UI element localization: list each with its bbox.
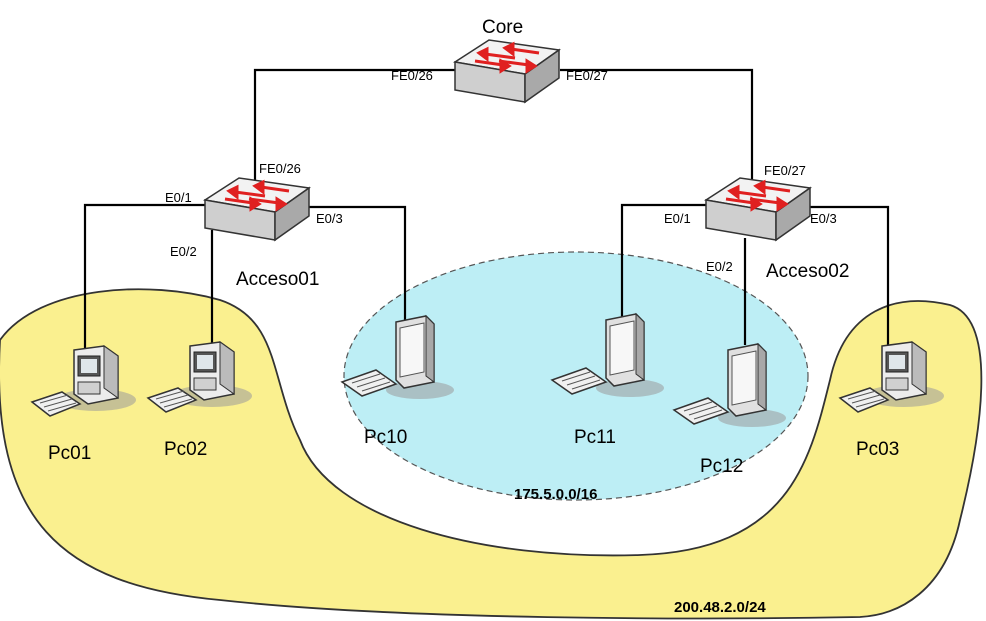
port-label-core-fe026: FE0/26 [391,68,433,83]
switch-label-acceso01: Acceso01 [236,269,319,290]
port-label-a2-fe027: FE0/27 [764,163,806,178]
port-label-a1-fe026: FE0/26 [259,161,301,176]
switch-core[interactable] [453,38,561,104]
port-label-a1-e02: E0/2 [170,244,197,259]
link-acceso02-pc11 [620,203,706,320]
port-label-a1-e03: E0/3 [316,211,343,226]
port-label-core-fe027: FE0/27 [566,68,608,83]
network-label-yellow: 200.48.2.0/24 [674,599,766,616]
switch-label-acceso02: Acceso02 [766,261,849,282]
switch-acceso02[interactable] [704,176,812,242]
port-label-a1-e01: E0/1 [165,190,192,205]
port-label-a2-e03: E0/3 [810,211,837,226]
port-label-a2-e01: E0/1 [664,211,691,226]
network-label-cyan: 175.5.0.0/16 [514,486,597,503]
pc-label-pc02: Pc02 [164,439,207,460]
port-label-a2-e02: E0/2 [706,259,733,274]
link-core-acceso02 [560,68,754,186]
pc-label-pc01: Pc01 [48,443,91,464]
switch-label-core: Core [482,17,523,38]
pc-label-pc03: Pc03 [856,439,899,460]
link-core-acceso01 [253,68,455,186]
switch-icon [704,176,812,242]
link-acceso02-pc03 [808,205,890,345]
pc-label-pc10: Pc10 [364,427,407,448]
links [83,68,890,355]
switch-icon [203,176,311,242]
switch-icon [453,38,561,104]
link-acceso01-pc10 [305,205,407,320]
link-acceso01-pc01 [83,203,205,355]
pc-label-pc12: Pc12 [700,456,743,477]
pc-label-pc11: Pc11 [574,427,616,448]
network-zone-yellow [0,288,983,620]
switch-acceso01[interactable] [203,176,311,242]
